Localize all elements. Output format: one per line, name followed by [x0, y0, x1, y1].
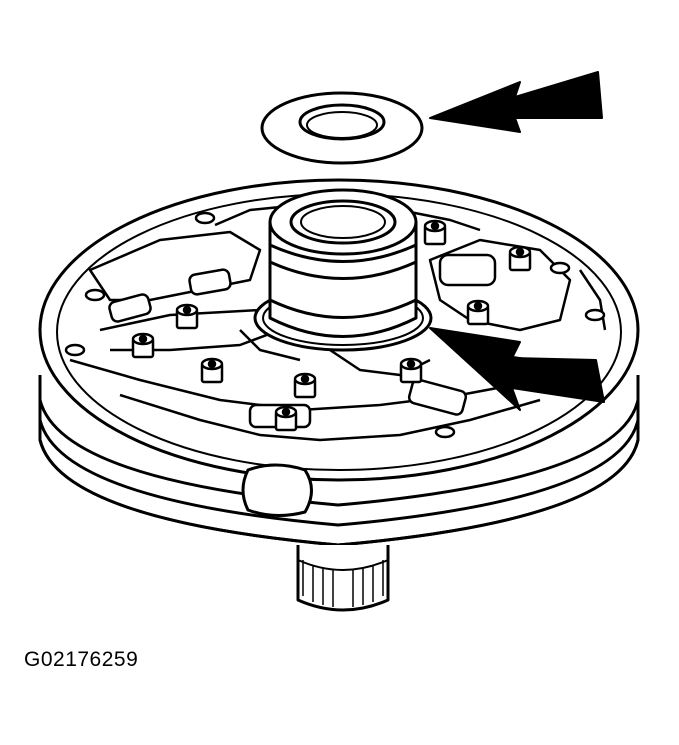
- input-shaft: [296, 545, 390, 612]
- rim-holes: [64, 211, 606, 439]
- bolt: [423, 219, 447, 246]
- bolt: [175, 303, 199, 330]
- bolt: [200, 357, 224, 384]
- washer-icon: [260, 91, 424, 165]
- bolt: [466, 299, 490, 326]
- bolt: [508, 245, 532, 272]
- bolt: [399, 357, 423, 384]
- stator-hub: [253, 188, 433, 352]
- side-plug: [241, 463, 313, 517]
- bolt: [274, 405, 298, 432]
- arrow-left-icon: [429, 71, 605, 411]
- figure-caption: G02176259: [24, 648, 139, 671]
- bolts: [131, 219, 532, 432]
- bolt: [131, 332, 155, 359]
- bolt: [293, 372, 317, 399]
